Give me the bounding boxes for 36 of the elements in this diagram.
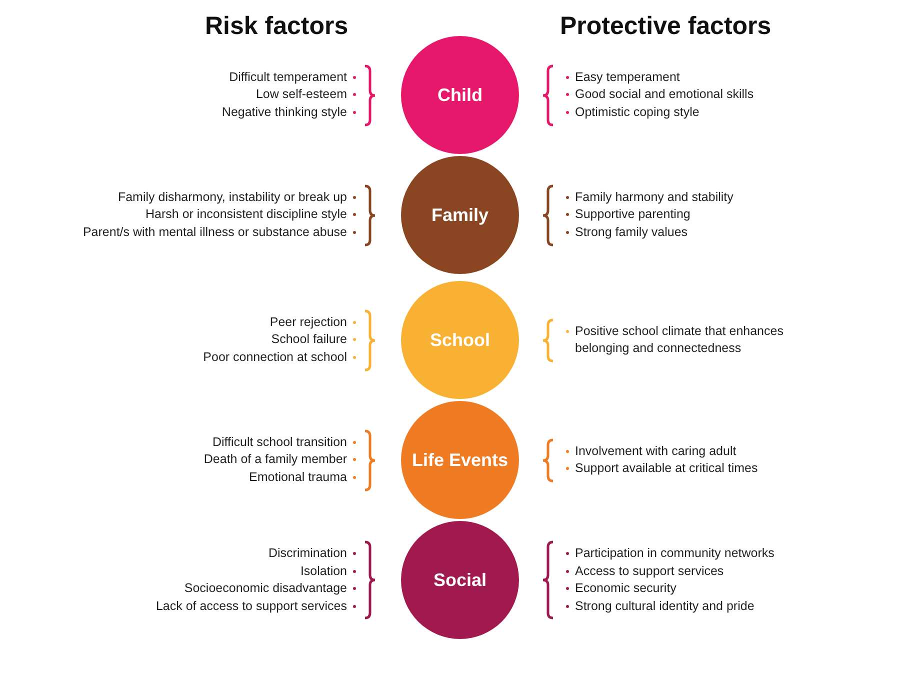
category-circle: Life Events [401, 401, 519, 519]
protective-factor-item: Access to support services [566, 562, 820, 580]
protective-factor-item: Participation in community networks [566, 545, 820, 562]
risk-factor-item: Peer rejection [203, 314, 356, 331]
protective-factor-item: Involvement with caring adult [566, 442, 820, 460]
risk-factor-item: Low self-esteem [222, 86, 356, 104]
risk-factor-item: Harsh or inconsistent discipline style [82, 206, 356, 224]
risk-factor-item: Socioeconomic disadvantage [156, 580, 356, 598]
risk-factor-item: Emotional trauma [204, 468, 356, 486]
risk-factor-item: Parent/s with mental illness or substance abuse [82, 224, 356, 241]
protective-factor-item: Positive school climate that enhances belonging and connectedness [566, 322, 820, 358]
risk-factor-item: Lack of access to support services [156, 598, 356, 615]
risk-factor-item: Negative thinking style [222, 104, 356, 121]
risk-factor-item: School failure [203, 331, 356, 348]
risk-factor-item: Difficult school transition [204, 434, 356, 451]
protective-factor-item: Economic security [566, 580, 820, 598]
risk-factor-item: Difficult temperament [222, 68, 356, 86]
protective-factor-item: Support available at critical times [566, 460, 820, 478]
category-circle: Social [401, 521, 519, 639]
risk-factor-item: Discrimination [156, 545, 356, 562]
protective-factor-item: Supportive parenting [566, 206, 820, 224]
category-circle: School [401, 281, 519, 399]
protective-factor-item: Optimistic coping style [566, 104, 820, 121]
risk-factor-item: Poor connection at school [203, 348, 356, 366]
protective-factor-item: Strong cultural identity and pride [566, 598, 820, 615]
protective-factor-item: Strong family values [566, 224, 820, 241]
protective-factor-item: Family harmony and stability [566, 188, 820, 206]
risk-factor-item: Isolation [156, 562, 356, 580]
category-circle: Child [401, 36, 519, 154]
category-circle: Family [401, 156, 519, 274]
protective-factor-item: Easy temperament [566, 68, 820, 86]
risk-factor-item: Family disharmony, instability or break up [82, 188, 356, 206]
risk-factor-item: Death of a family member [204, 451, 356, 468]
column-heading: Protective factors [560, 12, 772, 41]
protective-factor-item: Good social and emotional skills [566, 86, 820, 104]
column-heading: Risk factors [205, 12, 348, 41]
